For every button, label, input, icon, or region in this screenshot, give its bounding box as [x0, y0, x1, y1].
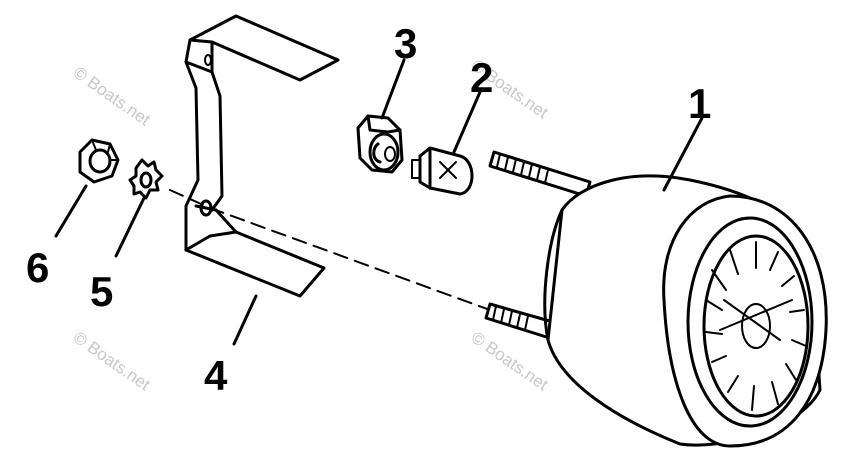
callout-5: 5 [90, 268, 113, 315]
alignment-dashed-line [169, 189, 491, 311]
callout-2: 2 [470, 54, 493, 101]
hex-nut [78, 138, 120, 184]
leader-lines [54, 58, 704, 346]
gauge-dial [705, 241, 807, 411]
gauge-stud-top [488, 150, 592, 198]
bulb [411, 146, 474, 196]
callout-1: 1 [688, 80, 711, 127]
callout-4: 4 [204, 352, 228, 399]
bulb-socket [356, 114, 404, 174]
callouts: 1 2 3 4 5 6 [26, 20, 711, 399]
gauge [484, 150, 828, 448]
watermark-bottom-left: © Boats.net [70, 328, 154, 395]
watermark-top-left: © Boats.net [70, 63, 154, 130]
watermark-group: © Boats.net © Boats.net © Boats.net © Bo… [70, 56, 552, 395]
watermark-bottom-right: © Boats.net [468, 328, 552, 395]
callout-3: 3 [394, 20, 417, 67]
lock-washer [128, 158, 164, 200]
callout-6: 6 [26, 244, 49, 291]
mounting-bracket [184, 14, 340, 298]
